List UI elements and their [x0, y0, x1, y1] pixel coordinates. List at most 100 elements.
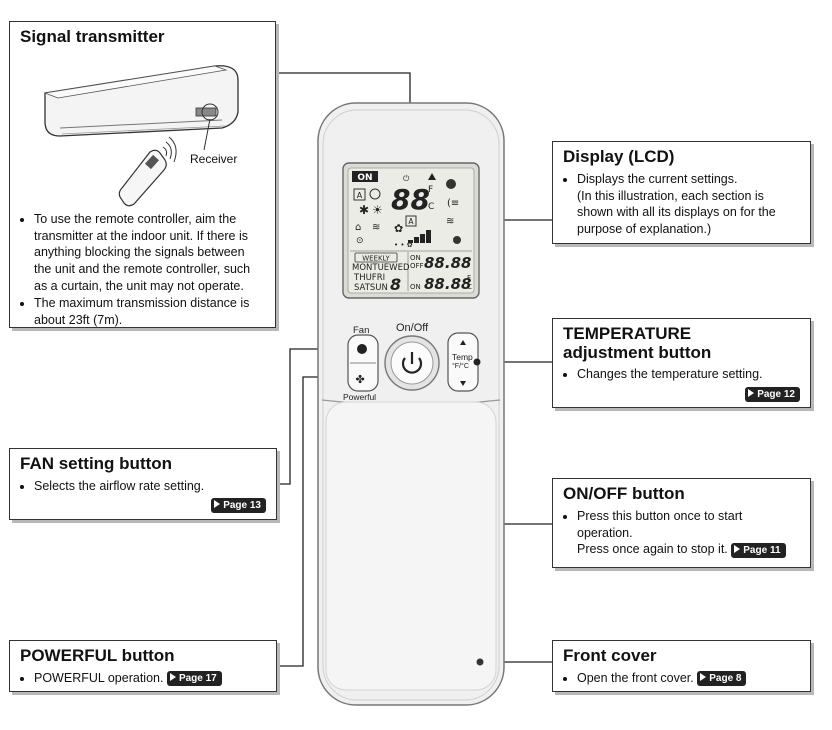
temp-down-button[interactable] [460, 381, 466, 386]
display-note: (In this illustration, each section is s… [577, 188, 776, 237]
onoff-list: Press this button once to start operatio… [563, 508, 800, 542]
temperature-bullet: Changes the temperature setting. [577, 366, 800, 383]
front-cover-title: Front cover [563, 646, 657, 665]
lcd-heat-icon: ☀ [372, 203, 383, 217]
display-title: Display (LCD) [563, 147, 675, 166]
lcd-auto-icon: A [357, 191, 363, 200]
lcd-fan-mode-icon: ⌂ [355, 222, 361, 233]
front-cover-page-text: Page 8 [709, 672, 742, 684]
receiver-label: Receiver [190, 152, 238, 166]
temp-dot [473, 358, 481, 366]
signal-transmitter-list: To use the remote controller, aim the tr… [20, 211, 265, 329]
lcd-days-row3: SATSUN [354, 283, 388, 293]
lcd-eco-icon: ⊙ [356, 236, 364, 246]
lcd-timer-off: OFF [410, 262, 424, 270]
lcd-dry-icon [369, 188, 381, 200]
lcd-clock-on: ON [410, 283, 421, 291]
display-list: Displays the current settings. [563, 171, 800, 188]
onoff-title: ON/OFF button [563, 484, 685, 503]
ac-indoor-unit [43, 65, 239, 151]
receiver-window [195, 107, 217, 117]
fan-bullet: Selects the airflow rate setting. [34, 478, 266, 495]
lcd-timer-value-1: 88.88 [424, 254, 471, 272]
temperature-box: TEMPERATURE adjustment button Changes th… [552, 318, 811, 408]
lcd-signal-icon: (≡ [447, 198, 459, 209]
lcd-timer-on: ON [410, 254, 421, 262]
lcd-unit-f: F [428, 185, 433, 195]
powerful-box: POWERFUL button POWERFUL operation. Page… [9, 640, 277, 692]
signal-bullet-1: To use the remote controller, aim the tr… [34, 211, 265, 295]
lcd-triangle-icon [428, 173, 436, 180]
front-cover-page-link[interactable]: Page 8 [697, 670, 747, 686]
lcd-fan-icon: ✿ [394, 222, 403, 235]
lcd-weekly: WEEKLY [362, 255, 390, 263]
onoff-bullet: Press this button once to start operatio… [577, 508, 800, 542]
signal-transmitter-title: Signal transmitter [20, 27, 165, 46]
onoff-page-text: Page 11 [743, 544, 781, 556]
lcd-days-row1: MONTUEWED [352, 263, 410, 273]
lcd-person-icon [446, 179, 456, 189]
powerful-button[interactable]: ✤ [356, 373, 365, 386]
triangle-icon [734, 544, 741, 553]
powerful-list: POWERFUL operation. Page 17 [20, 670, 266, 687]
temp-up-button[interactable] [460, 340, 466, 345]
lcd-timer-unit-c: C [467, 283, 472, 291]
temperature-list: Changes the temperature setting. [563, 366, 800, 383]
temperature-page-link[interactable]: Page 12 [745, 386, 800, 402]
powerful-title: POWERFUL button [20, 646, 175, 665]
lcd-display: ON A ✱ ☀ ⌂ ≋ ⊙ 88 F C ⏻ ✿ A • • ✿ (≡ ≋ [342, 162, 480, 299]
fan-page-link[interactable]: Page 13 [211, 497, 266, 513]
front-cover-box: Front cover Open the front cover. Page 8 [552, 640, 811, 692]
triangle-icon [169, 672, 176, 681]
temperature-page-text: Page 12 [757, 388, 795, 400]
fan-title: FAN setting button [20, 454, 173, 473]
lcd-dots-icon: • • ✿ [394, 241, 413, 249]
onoff-note: Press once again to stop it. [577, 542, 728, 557]
lcd-temperature: 88 [391, 183, 430, 216]
onoff-button[interactable] [401, 352, 423, 374]
lcd-timer-value-2: 88.88 [424, 275, 471, 293]
lcd-fan-auto-icon: A [408, 217, 414, 226]
lcd-fan-speed-bars [408, 230, 431, 243]
powerful-bullet: POWERFUL operation. [34, 670, 164, 685]
temp-button-group [447, 332, 481, 392]
fan-page-text: Page 13 [223, 499, 261, 511]
onoff-box: ON/OFF button Press this button once to … [552, 478, 811, 568]
lcd-on-box [352, 171, 378, 182]
fan-label: Fan [353, 325, 370, 336]
lcd-cool-icon: ✱ [359, 203, 369, 217]
onoff-page-link[interactable]: Page 11 [731, 542, 786, 558]
temp-label: Temp [452, 352, 473, 362]
triangle-icon [748, 388, 755, 397]
powerful-page-text: Page 17 [178, 672, 217, 684]
lcd-unit-c: C [428, 202, 434, 212]
signal-transmitter-box: Signal transmitter To use the remote con… [9, 21, 276, 328]
fan-box: FAN setting button Selects the airflow r… [9, 448, 277, 520]
temperature-title-2: adjustment button [563, 342, 712, 362]
temp-unit-label: °F/°C [452, 363, 469, 370]
lcd-days-row2: THUFRI [353, 273, 385, 283]
front-cover[interactable] [325, 401, 497, 691]
front-cover-list: Open the front cover. Page 8 [563, 670, 800, 687]
powerful-label: Powerful [343, 392, 377, 402]
lcd-sensor-icon [453, 236, 461, 244]
signal-bullet-2: The maximum transmission distance is abo… [34, 295, 265, 329]
remote-illustration [118, 136, 177, 207]
lcd-power-icon: ⏻ [403, 174, 410, 183]
triangle-icon [700, 672, 707, 681]
front-cover-bullet: Open the front cover. [577, 670, 694, 685]
fan-powerful-buttons: ✤ [347, 334, 379, 392]
lcd-timer-digit: 8 [390, 275, 401, 294]
front-cover-dot [476, 658, 484, 666]
signal-leader-line [276, 72, 411, 103]
onoff-label: On/Off [396, 322, 429, 334]
lcd-timer-unit-f: F [467, 274, 471, 282]
lcd-on-text: ON [357, 173, 372, 183]
onoff-button-group [384, 335, 440, 391]
fan-list: Selects the airflow rate setting. [20, 478, 266, 495]
triangle-icon [214, 499, 221, 508]
fan-button[interactable] [357, 344, 367, 354]
powerful-page-link[interactable]: Page 17 [166, 670, 222, 686]
lcd-wave-icon: ≋ [446, 216, 454, 227]
